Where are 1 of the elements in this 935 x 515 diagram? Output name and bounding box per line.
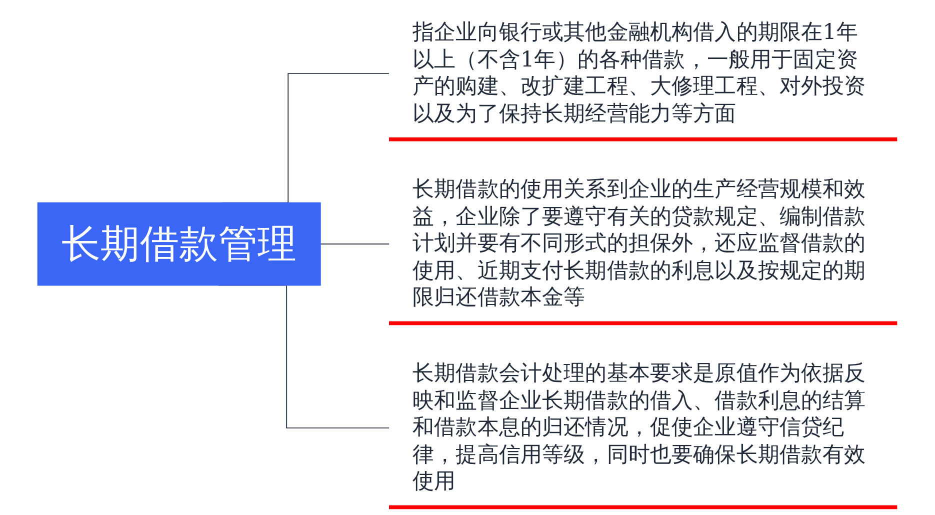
- node-box: 长期借款管理: [37, 202, 321, 286]
